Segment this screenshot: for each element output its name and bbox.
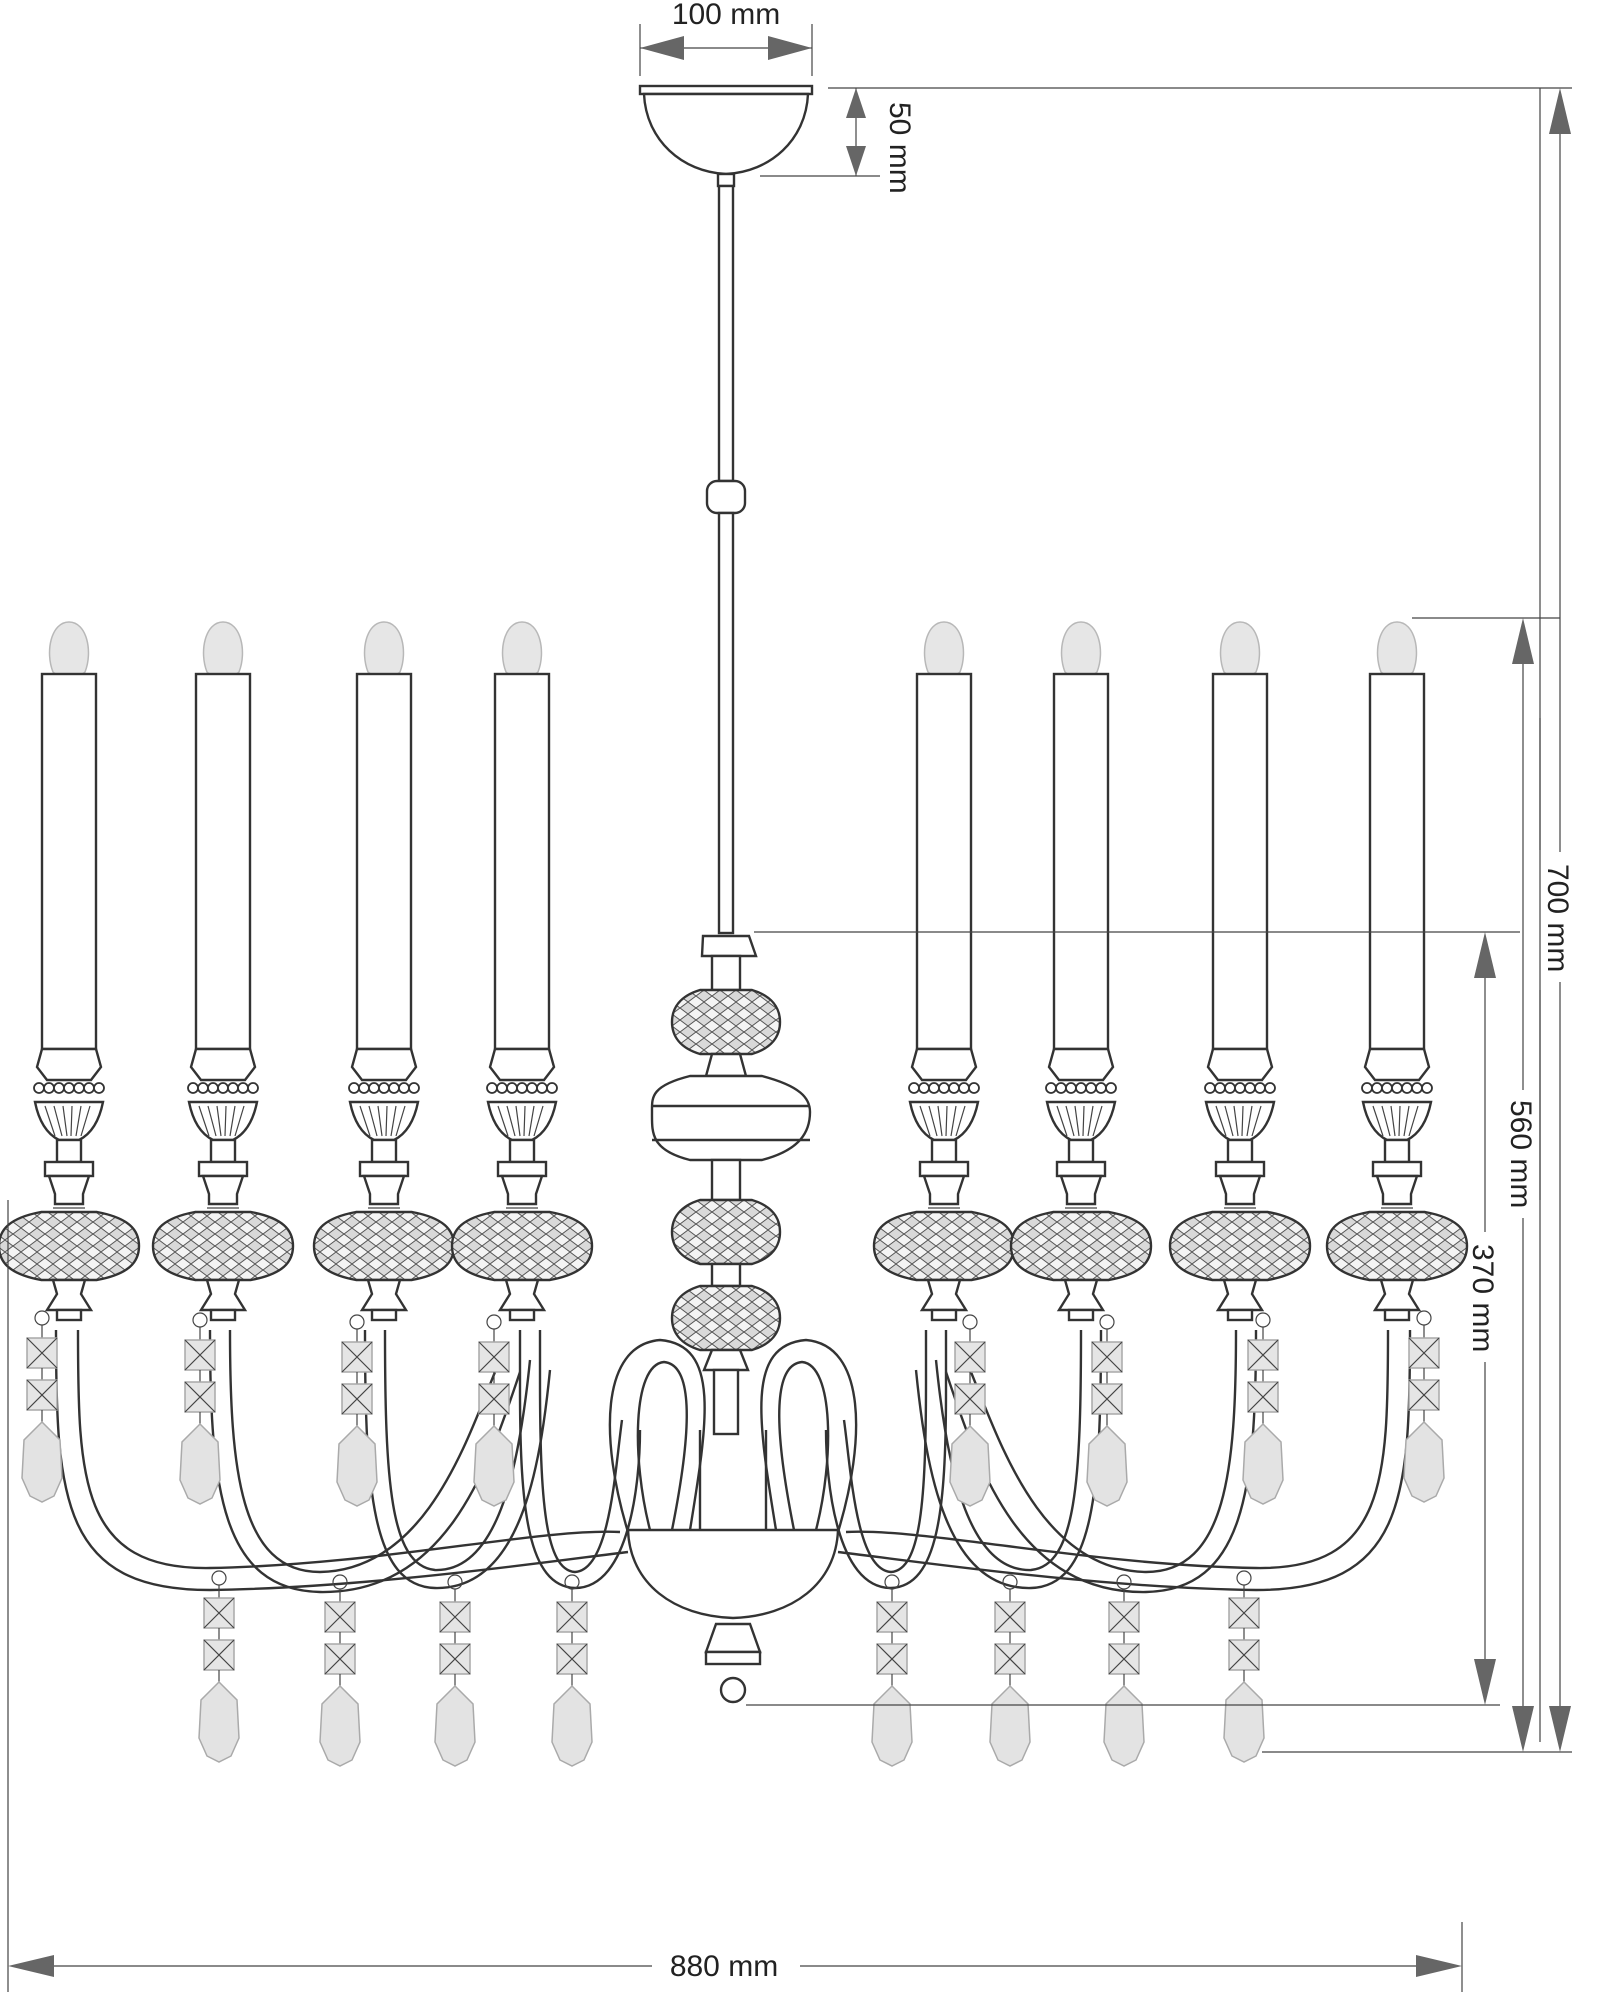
canopy-height-label: 50 mm [883,102,916,194]
dimension-arrow-icon [1512,618,1534,664]
dimension-arrow-icon [1549,1706,1571,1752]
lower-height-label: 370 mm [1466,1244,1499,1352]
dimension-total-width: 880 mm [7,1200,1463,1992]
dimension-arrow-icon [8,1955,54,1977]
total-height-label: 700 mm [1541,864,1574,972]
dimension-lower-height: 370 mm [746,931,1520,1706]
candle-arm-4 [450,620,594,1322]
candle-arm-6 [1009,620,1153,1322]
canopy [638,84,814,188]
dimension-arrow-icon [768,36,812,60]
suspension-rod [705,184,747,935]
dimension-total-height: 700 mm [1262,88,1574,1753]
candle-arm-8 [1325,620,1469,1322]
canopy-width-label: 100 mm [672,0,780,31]
dimension-body-height: 560 mm [1412,617,1560,1752]
dimension-arrow-icon [1474,932,1496,978]
dimension-arrow-icon [846,88,866,118]
dimension-canopy-width: 100 mm [639,0,813,76]
candle-arm-5 [872,620,1016,1322]
body-height-label: 560 mm [1504,1100,1537,1208]
dimension-arrow-icon [1549,88,1571,134]
dimension-arrow-icon [846,146,866,176]
dimension-arrow-icon [1474,1659,1496,1705]
central-column [626,934,840,1704]
candle-arm-2 [151,620,295,1322]
total-width-label: 880 mm [670,1950,778,1983]
candle-arm-1 [0,620,141,1322]
dimension-arrow-icon [1512,1706,1534,1752]
dimension-arrow-icon [1416,1955,1462,1977]
candle-arm-3 [312,620,456,1322]
dimension-canopy-height: 50 mm [760,87,1572,194]
candle-arm-7 [1168,620,1312,1322]
dimension-arrow-icon [640,36,684,60]
